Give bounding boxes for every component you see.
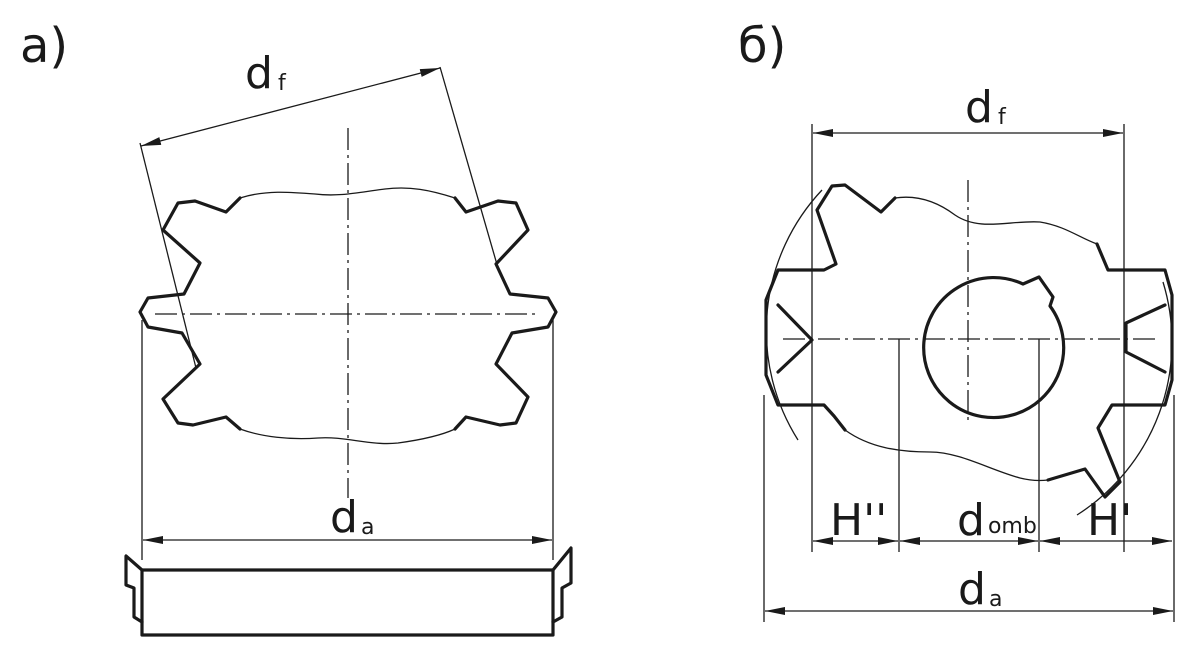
h1-label: H' <box>1087 495 1132 546</box>
sprocket-a-side-tooth-right <box>551 546 573 624</box>
sprocket-b-notch-right <box>1124 303 1167 374</box>
sprocket-a-side-view <box>140 568 555 637</box>
sprocket-a-side-tooth-left <box>124 554 144 624</box>
sprocket-a-root-top <box>239 187 456 199</box>
shaft-bore <box>922 275 1066 420</box>
h2-label: H'' <box>830 495 887 546</box>
panel-b-label: б) <box>738 18 786 74</box>
sprocket-b-root-top <box>894 196 1098 245</box>
df-a-extension-right <box>439 66 499 269</box>
sprocket-a-root-bottom <box>239 428 456 445</box>
sprocket-b-tip-arc-left <box>765 189 823 441</box>
df-a-dimension-line <box>140 67 441 147</box>
sprocket-b-outline-left <box>764 183 897 432</box>
df-a-extension-left <box>139 142 197 369</box>
sprocket-a-outline <box>138 196 558 431</box>
panel-a-label: а) <box>20 18 68 74</box>
sprocket-b-outline-right <box>1046 242 1174 499</box>
sprocket-b-root-bottom <box>844 429 1049 482</box>
